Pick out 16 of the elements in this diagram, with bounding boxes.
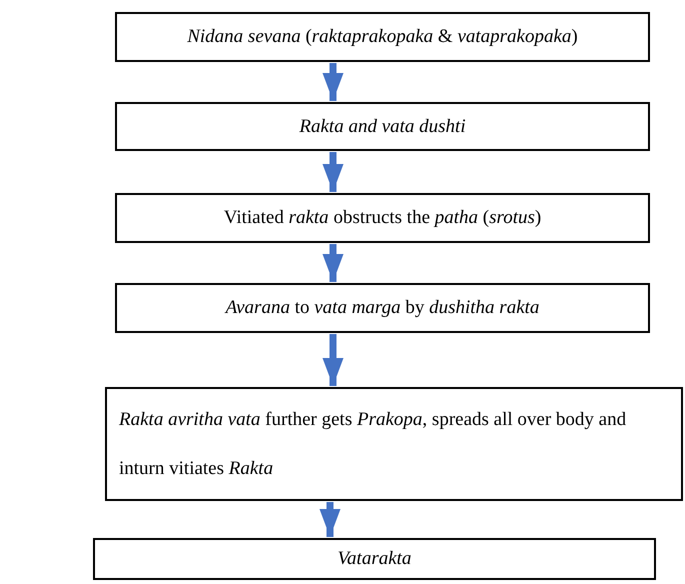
- arrow: [322, 63, 344, 101]
- process-box: [115, 12, 650, 62]
- box-text: Rakta and vata dushti: [299, 114, 466, 138]
- process-box: [93, 538, 656, 580]
- box-text: Avarana to vata marga by dushitha rakta: [226, 296, 540, 320]
- process-box: [115, 102, 650, 151]
- process-box: [115, 193, 650, 243]
- process-box: [115, 283, 650, 333]
- arrow: [322, 152, 344, 192]
- box-text: Nidana sevana (raktaprakopaka & vataprakopaka): [187, 25, 578, 49]
- box-text: Vitiated rakta obstructs the patha (srotus): [224, 206, 542, 230]
- process-box: [105, 387, 683, 501]
- arrow: [322, 244, 344, 282]
- box-text: Rakta avritha vata further gets Prakopa, spreads all over body and inturn vitiates Rakta: [119, 408, 628, 481]
- box-text: Vatarakta: [338, 547, 412, 571]
- arrow: [320, 502, 340, 537]
